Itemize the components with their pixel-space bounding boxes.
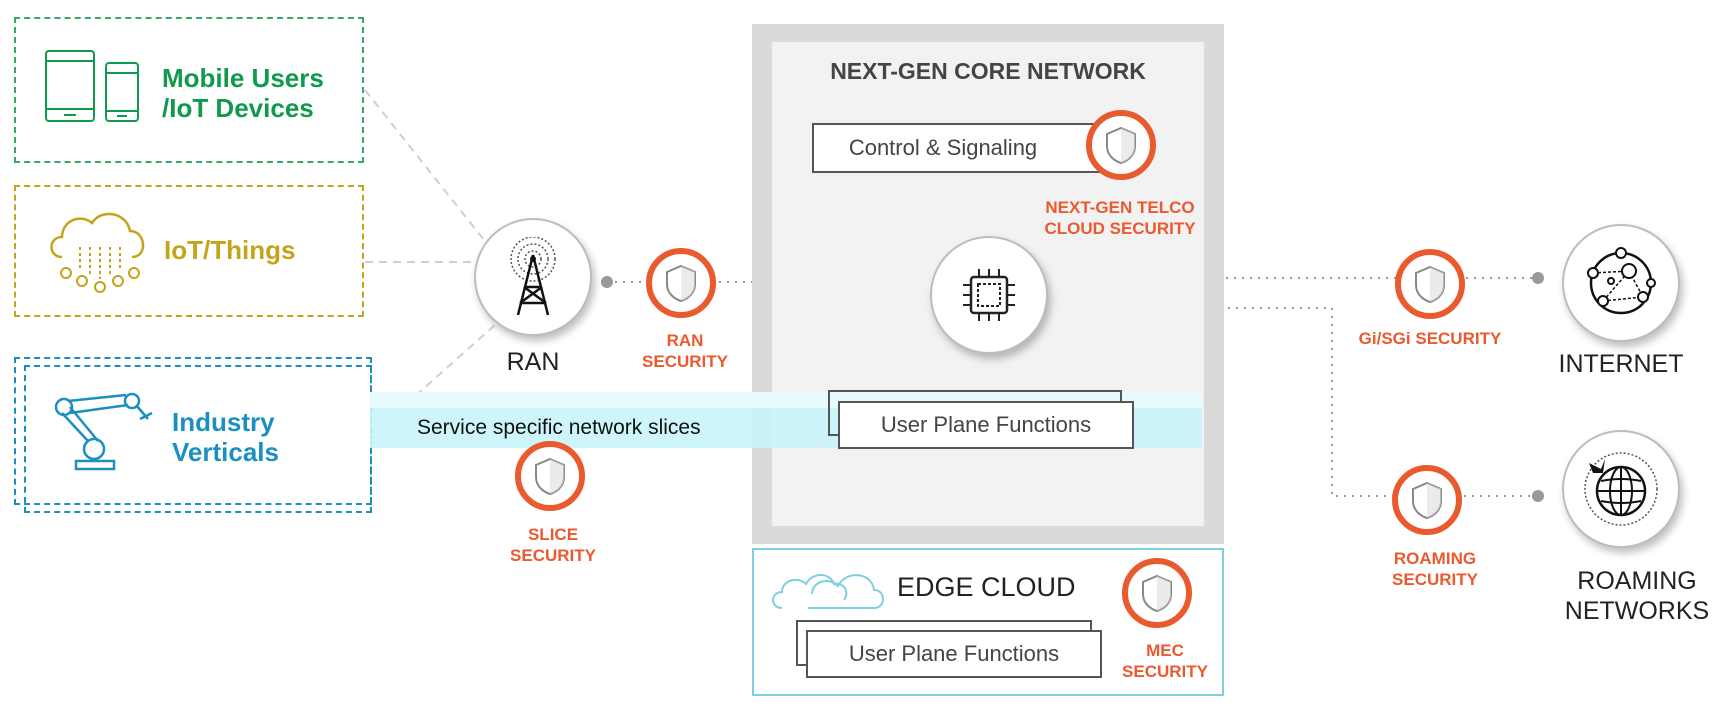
roaming-security-label: ROAMING SECURITY <box>1370 548 1500 590</box>
slice-security-line2: SECURITY <box>510 546 596 565</box>
shield-icon <box>535 457 565 495</box>
ran-security-badge <box>646 248 716 318</box>
slice-security-label: SLICE SECURITY <box>490 524 616 566</box>
mec-security-line1: MEC <box>1146 641 1184 660</box>
shield-icon <box>666 264 696 302</box>
edge-user-plane-box: User Plane Functions <box>806 630 1102 678</box>
globe-airplane-icon <box>1584 452 1658 526</box>
mec-security-badge <box>1122 558 1192 628</box>
mobile-users-label-line2: /IoT Devices <box>162 93 314 123</box>
telco-cloud-security-line2: CLOUD SECURITY <box>1044 219 1196 238</box>
slice-security-line1: SLICE <box>527 525 579 544</box>
cell-tower-icon <box>510 237 556 316</box>
roaming-networks-label: ROAMING NETWORKS <box>1542 566 1732 626</box>
iot-things-label: IoT/Things <box>164 235 296 265</box>
industry-verticals-box: Industry Verticals <box>24 365 372 513</box>
roaming-networks-line1: ROAMING <box>1577 567 1697 595</box>
control-signaling-box: Control & Signaling <box>812 123 1104 173</box>
gi-sgi-security-badge <box>1395 249 1465 319</box>
shield-icon <box>1106 126 1136 164</box>
core-processor-node <box>930 236 1048 354</box>
industry-verticals-label-line1: Industry <box>172 407 275 437</box>
roaming-security-line1: ROAMING <box>1393 549 1477 568</box>
iot-cloud-icon <box>50 212 145 293</box>
processor-chip-icon <box>963 269 1015 321</box>
shield-icon <box>1415 265 1445 303</box>
ran-security-line1: RAN <box>666 331 704 350</box>
robot-arm-icon <box>54 392 153 471</box>
internet-label: INTERNET <box>1558 350 1684 378</box>
mobile-users-label: Mobile Users /IoT Devices <box>162 63 324 123</box>
mobile-users-label-line1: Mobile Users <box>162 63 324 93</box>
internet-node <box>1562 224 1680 342</box>
telco-cloud-security-label: NEXT-GEN TELCO CLOUD SECURITY <box>1020 197 1220 239</box>
roaming-security-badge <box>1392 465 1462 535</box>
iot-things-box: IoT/Things <box>14 185 364 317</box>
control-signaling-label: Control & Signaling <box>848 135 1038 160</box>
mobile-users-box: Mobile Users /IoT Devices <box>14 17 364 163</box>
mec-security-label: MEC SECURITY <box>1110 640 1220 682</box>
mec-security-line2: SECURITY <box>1122 662 1208 681</box>
core-user-plane-box: User Plane Functions <box>838 401 1134 449</box>
network-slice-label: Service specific network slices <box>417 416 701 439</box>
shield-icon <box>1142 574 1172 612</box>
ran-label: RAN <box>506 348 560 376</box>
shield-icon <box>1412 481 1442 519</box>
roaming-networks-node <box>1562 430 1680 548</box>
ran-security-label: RAN SECURITY <box>620 330 750 372</box>
industry-verticals-label-line2: Verticals <box>172 437 279 467</box>
telco-cloud-security-line1: NEXT-GEN TELCO <box>1045 198 1195 217</box>
network-globe-icon <box>1587 247 1656 315</box>
edge-user-plane-label: User Plane Functions <box>848 641 1060 666</box>
roaming-security-line2: SECURITY <box>1392 570 1478 589</box>
core-network-title: NEXT-GEN CORE NETWORK <box>830 58 1146 84</box>
telco-cloud-security-badge <box>1086 110 1156 180</box>
ran-node <box>474 218 592 336</box>
gi-sgi-security-label: Gi/SGi SECURITY <box>1358 329 1502 348</box>
ran-security-line2: SECURITY <box>642 352 728 371</box>
edge-cloud-title: EDGE CLOUD <box>897 572 1076 602</box>
cloud-icon <box>772 574 884 609</box>
slice-security-badge <box>515 441 585 511</box>
core-user-plane-label: User Plane Functions <box>880 412 1092 437</box>
mobile-devices-icon <box>45 50 139 122</box>
roaming-networks-line2: NETWORKS <box>1564 597 1710 625</box>
industry-verticals-label: Industry Verticals <box>172 407 279 467</box>
